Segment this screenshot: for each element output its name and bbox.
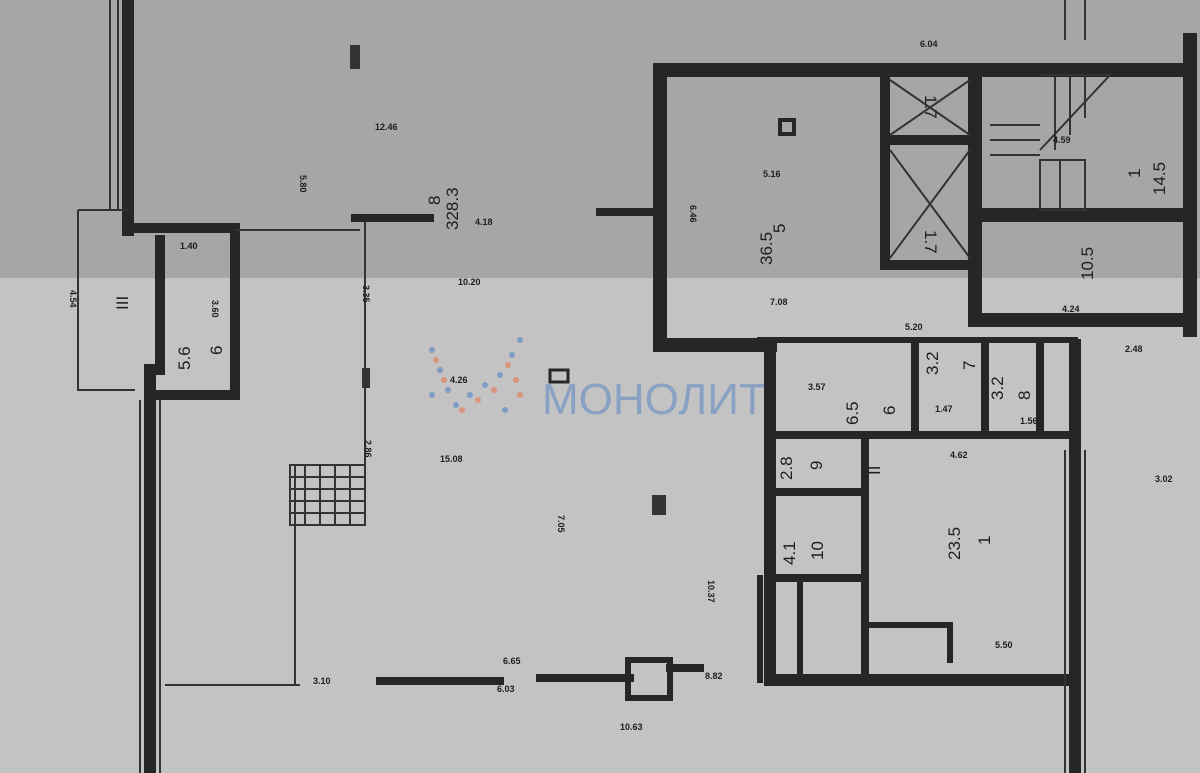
room-9-number: 9 [807,461,826,470]
dimension-label: 4.24 [1062,304,1080,314]
dimension-label: 2.86 [363,440,373,458]
block-III-label: III [113,296,132,310]
room-5-area: 36.5 [757,232,776,265]
dimension-label: 5.50 [995,640,1013,650]
entry-number: 6 [207,346,226,355]
dimension-label: 10.20 [458,277,481,287]
dimension-label: 10.37 [706,580,716,603]
block-II-label: II [865,466,884,475]
dimension-label: 10.63 [620,722,643,732]
lower-scan-band [0,278,1200,773]
room-1-area: 23.5 [945,527,964,560]
room-1-top-number: 1 [1125,169,1144,178]
hall-number: 8 [425,196,444,205]
dimension-label: 6.46 [688,205,698,223]
dimension-label: 3.60 [210,300,220,318]
hall-area: 328.3 [443,187,462,230]
dimension-label: 8.82 [705,671,723,681]
room-5-number: 5 [770,224,789,233]
dimension-label: 7.08 [770,297,788,307]
dimension-label: 3.57 [808,382,826,392]
room-mid-area: 10.5 [1078,247,1097,280]
walls [77,0,1197,773]
dimension-label: 3.35 [361,285,371,303]
dimension-label: 4.59 [1053,135,1071,145]
room-10-number: 10 [808,541,827,560]
dimension-label: 5.16 [763,169,781,179]
dimension-label: 4.54 [68,290,78,308]
room-1-top-area: 14.5 [1150,162,1169,195]
dimension-labels: 12.46 10.20 15.08 7.08 6.04 4.18 4.26 3.… [68,39,1173,732]
dimension-label: 15.08 [440,454,463,464]
dimension-label: 2.48 [1125,344,1143,354]
room-9-area: 2.8 [777,456,796,480]
room-7-number: 7 [960,361,979,370]
dimension-label: 3.02 [1155,474,1173,484]
room-10-area: 4.1 [780,541,799,565]
dimension-label: 4.26 [450,375,468,385]
shaft-a-label: 1.7 [921,95,940,119]
shaft-b-label: 1.7 [921,230,940,254]
dimension-label: 6.65 [503,656,521,666]
room-8-area: 3.2 [988,376,1007,400]
room-labels: 328.3 8 36.5 5 14.5 1 10.5 1.7 1.7 5.6 6… [113,95,1169,565]
dimension-label: 4.18 [475,217,493,227]
dimension-label: 4.62 [950,450,968,460]
dimension-label: 6.03 [497,684,515,694]
dimension-label: 5.20 [905,322,923,332]
dimension-label: 1.40 [180,241,198,251]
room-6-number: 6 [880,406,899,415]
room-7-area: 3.2 [923,351,942,375]
dimension-label: 5.80 [298,175,308,193]
dimension-label: 7.05 [556,515,566,533]
monolit-logo [429,337,523,413]
watermark-text: МОНОЛИТ [542,375,766,424]
room-1-number: 1 [975,536,994,545]
dimension-label: 3.10 [313,676,331,686]
room-6-area: 6.5 [843,401,862,425]
dimension-label: 1.47 [935,404,953,414]
dimension-label: 1.56 [1020,416,1038,426]
room-8-number: 8 [1015,391,1034,400]
dimension-label: 6.04 [920,39,938,49]
entry-area: 5.6 [175,346,194,370]
dimension-label: 12.46 [375,122,398,132]
